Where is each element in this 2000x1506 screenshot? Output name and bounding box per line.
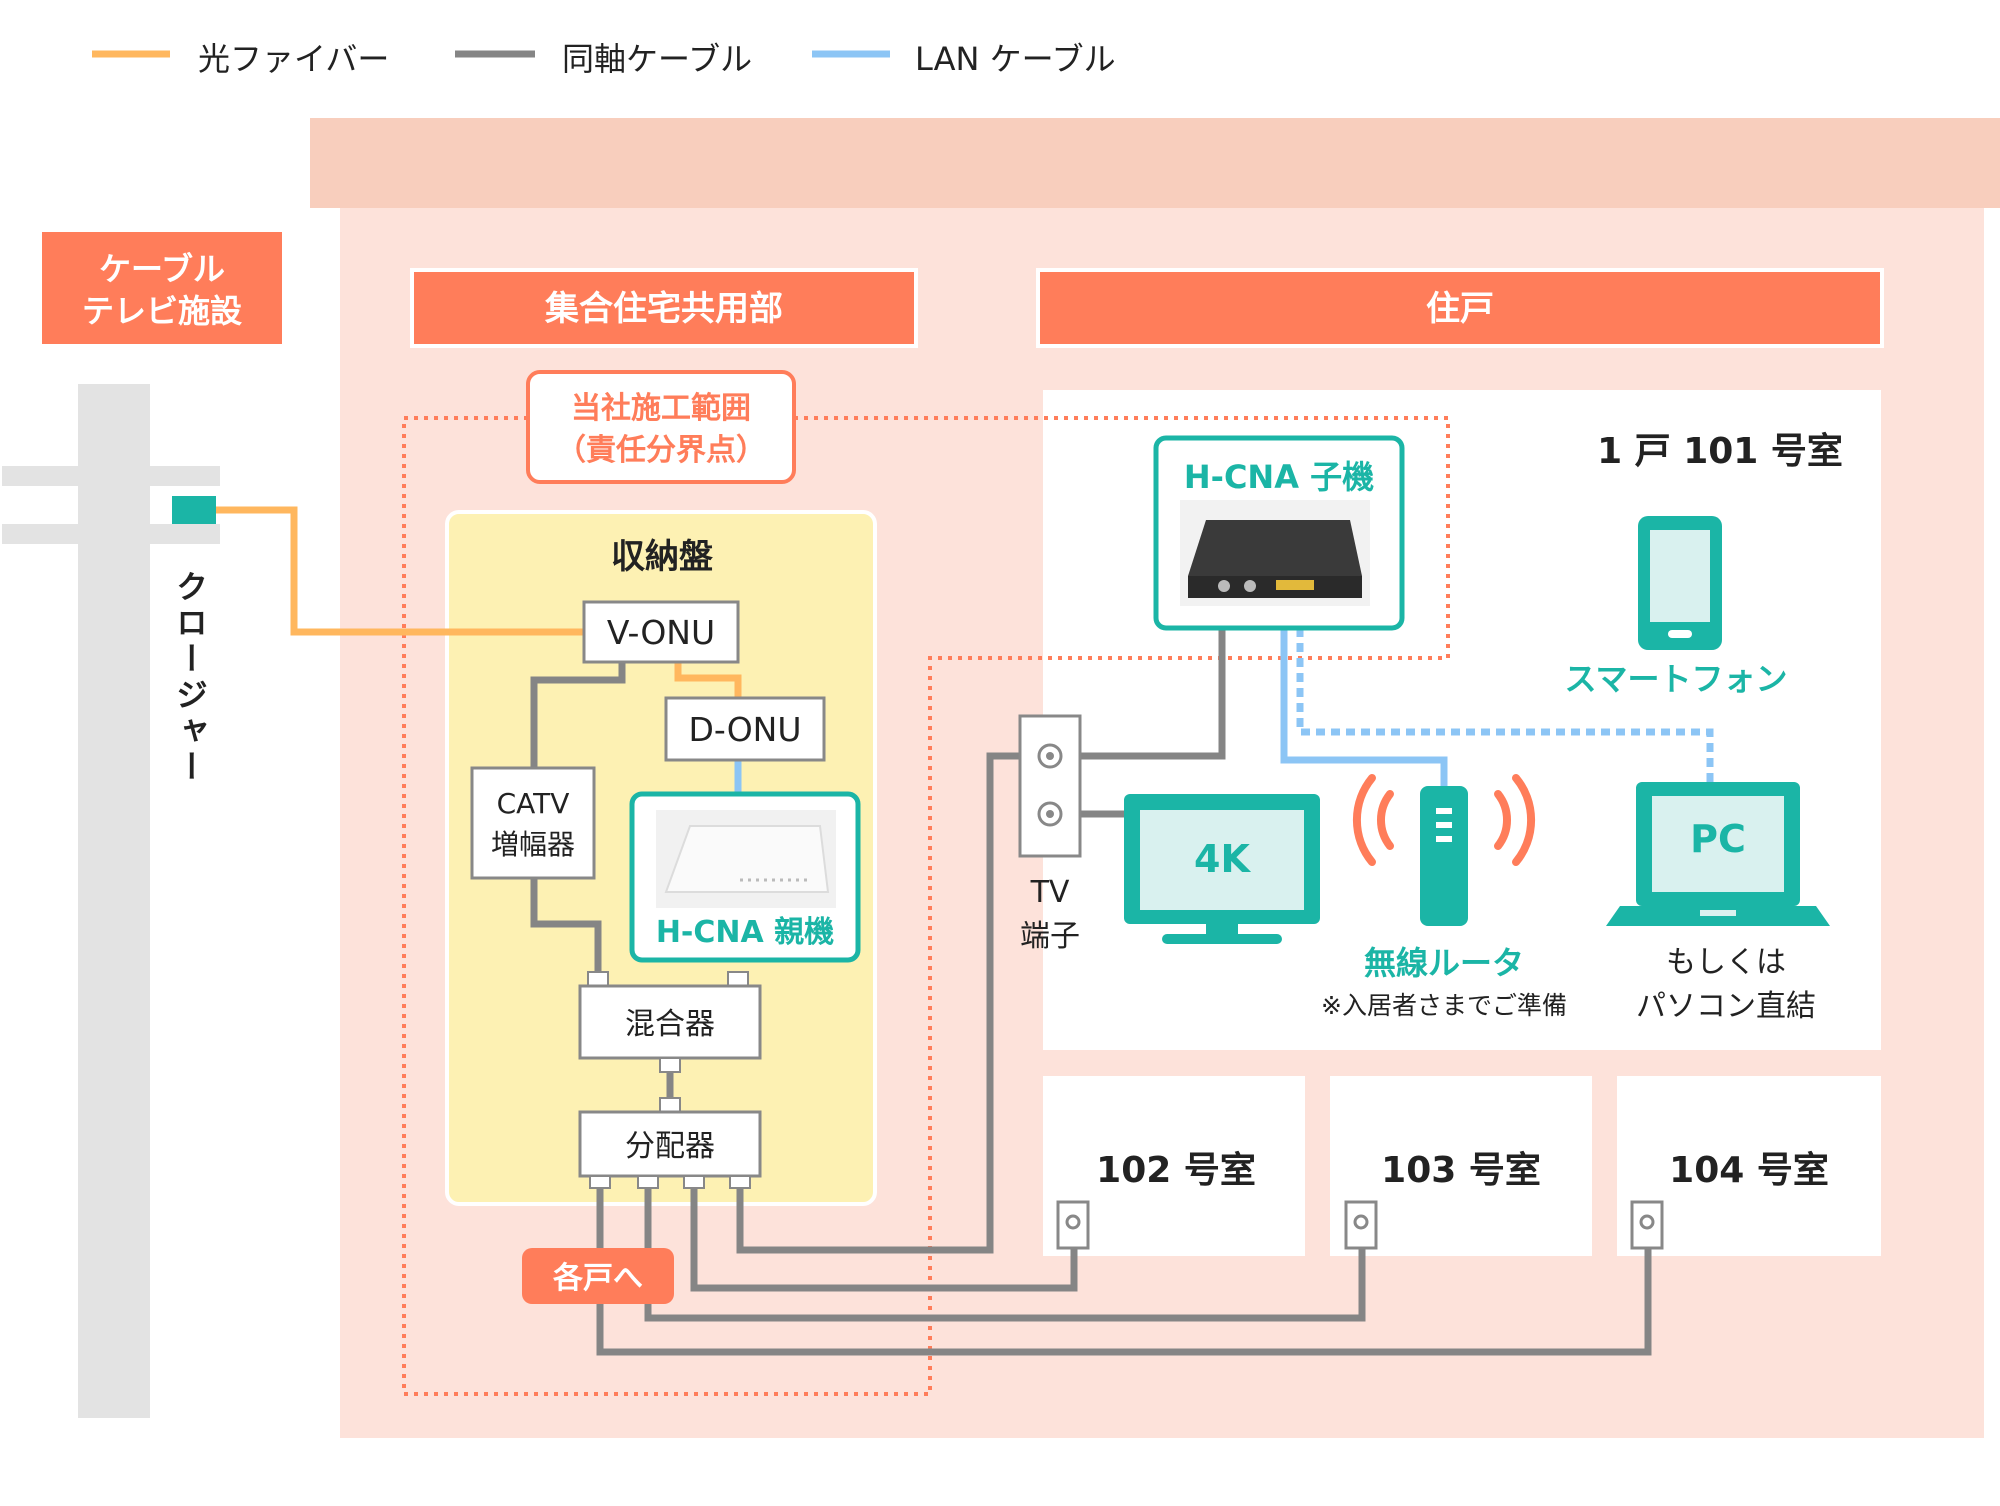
svg-text:H-CNA 子機: H-CNA 子機 [1184, 458, 1374, 496]
building-roof [310, 118, 2000, 208]
svg-text:D-ONU: D-ONU [688, 710, 801, 749]
legend-coax-label: 同軸ケーブル [562, 40, 752, 78]
tv-4k-icon: 4K [1124, 794, 1320, 944]
catv-facility-header: ケーブル テレビ施設 [42, 232, 282, 344]
pc-icon: PC [1606, 782, 1830, 926]
svg-text:H-CNA 親機: H-CNA 親機 [656, 915, 834, 950]
splitter: 分配器 [578, 1097, 762, 1189]
svg-text:端子: 端子 [1020, 919, 1080, 954]
fiber-vonu-to-donu [674, 662, 742, 698]
room-101-title: 1 戸 101 号室 [1597, 431, 1843, 472]
v-onu: V-ONU [582, 600, 740, 664]
closure-label: クロージャー [171, 570, 209, 786]
closure-box [172, 496, 216, 524]
svg-text:CATV: CATV [497, 787, 570, 820]
coax-to-room101 [736, 752, 1050, 1254]
to-each-unit-label: 各戸へ [522, 1248, 674, 1304]
svg-text:（責任分界点）: （責任分界点） [556, 433, 766, 468]
tv-outlet: TV 端子 [1018, 714, 1082, 954]
coax-vonu-to-amp [530, 662, 626, 768]
unit-header: 住戸 [1036, 268, 1884, 348]
router-label: 無線ルータ [1364, 944, 1524, 982]
svg-text:V-ONU: V-ONU [607, 613, 715, 652]
svg-text:増幅器: 増幅器 [491, 828, 575, 861]
fiber-closure-to-vonu [216, 506, 584, 636]
common-area-header: 集合住宅共用部 [410, 268, 918, 348]
legend-fiber-label: 光ファイバー [198, 40, 389, 78]
coax-amp-to-mixer [530, 878, 602, 986]
lan-hcna-child-to-router [1280, 628, 1448, 786]
mixer: 混合器 [578, 971, 762, 1073]
h-cna-child: H-CNA 子機 [1153, 435, 1405, 631]
pc-note-line2: パソコン直結 [1636, 989, 1816, 1024]
room-102-outlet [1056, 1200, 1090, 1250]
coax-outlet-to-hcna-child [1078, 628, 1226, 760]
legend: 光ファイバー 同軸ケーブル LAN ケーブル [92, 40, 1116, 78]
utility-pole: クロージャー [2, 384, 220, 1418]
scope-label: 当社施工範囲 （責任分界点） [526, 370, 796, 484]
svg-text:PC: PC [1690, 817, 1746, 861]
svg-text:テレビ施設: テレビ施設 [82, 292, 242, 330]
smartphone-label: スマートフォン [1564, 660, 1787, 698]
h-cna-parent: H-CNA 親機 [629, 791, 861, 963]
svg-text:当社施工範囲: 当社施工範囲 [571, 391, 751, 426]
legend-lan-label: LAN ケーブル [915, 40, 1116, 78]
cabinet-title: 収納盤 [611, 537, 713, 577]
pc-note-line1: もしくは [1666, 945, 1786, 980]
svg-text:4K: 4K [1194, 837, 1251, 881]
d-onu: D-ONU [664, 696, 826, 762]
room-103-outlet [1344, 1200, 1378, 1250]
room-102-title: 102 号室 [1096, 1150, 1256, 1191]
wireless-router-icon [1352, 774, 1536, 926]
svg-text:TV: TV [1030, 875, 1070, 910]
room-104-outlet [1630, 1200, 1664, 1250]
svg-text:混合器: 混合器 [625, 1007, 715, 1042]
room-103-title: 103 号室 [1381, 1150, 1541, 1191]
room-104-title: 104 号室 [1669, 1150, 1829, 1191]
svg-text:住戸: 住戸 [1426, 289, 1494, 329]
svg-text:集合住宅共用部: 集合住宅共用部 [544, 289, 783, 329]
svg-text:各戸へ: 各戸へ [552, 1261, 643, 1296]
scope-boundary [402, 416, 1450, 1396]
coax-to-room102 [690, 1184, 1078, 1292]
svg-text:分配器: 分配器 [625, 1129, 715, 1164]
catv-amplifier: CATV 増幅器 [470, 766, 596, 880]
router-note: ※入居者さまでご準備 [1321, 991, 1567, 1020]
svg-text:ケーブル: ケーブル [99, 250, 225, 288]
lan-hcna-child-to-pc [1296, 628, 1714, 782]
smartphone-icon [1638, 516, 1722, 650]
